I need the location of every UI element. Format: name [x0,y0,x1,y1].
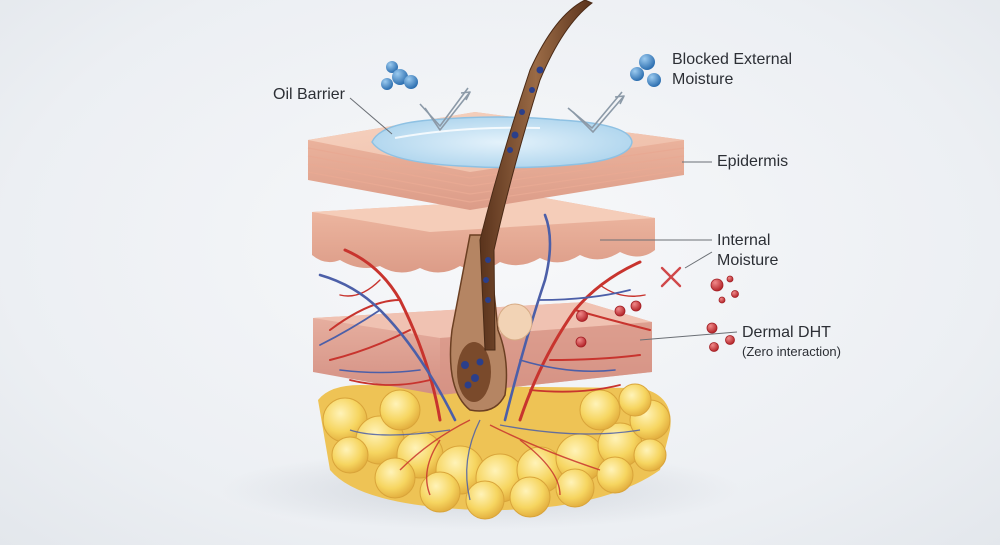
dht-molecules [575,275,739,352]
hair-shaft [479,0,593,351]
blocked-arrow-right-icon [567,91,625,133]
leader-lines [349,97,738,341]
fat-layer [318,383,671,520]
moisture-molecule-left [381,61,418,90]
label-oil-barrier: Oil Barrier [273,86,346,103]
label-dermal-dht: Dermal DHT [742,324,831,341]
label-internal-moisture: Internal Moisture [717,231,778,271]
label-blocked-external-moisture: Blocked External Moisture [672,50,792,90]
label-internal-line1: Internal [717,232,771,249]
veins [318,213,631,422]
label-zero-interaction: (Zero interaction) [742,344,841,359]
sebaceous-gland [497,303,533,341]
label-blocked-line2: Moisture [672,71,734,88]
blood-vessels [329,248,651,422]
blocked-x-icon [660,266,682,288]
hair-shaft-moisture [483,66,544,303]
label-blocked-line1: Blocked External [672,51,793,68]
leader-dermal-dht [639,331,738,341]
label-internal-line2: Moisture [717,252,779,269]
label-epidermis: Epidermis [717,153,789,170]
blocked-arrow-left-icon [419,87,471,131]
moisture-molecule-right [630,54,661,87]
leader-oil-barrier [349,97,393,135]
